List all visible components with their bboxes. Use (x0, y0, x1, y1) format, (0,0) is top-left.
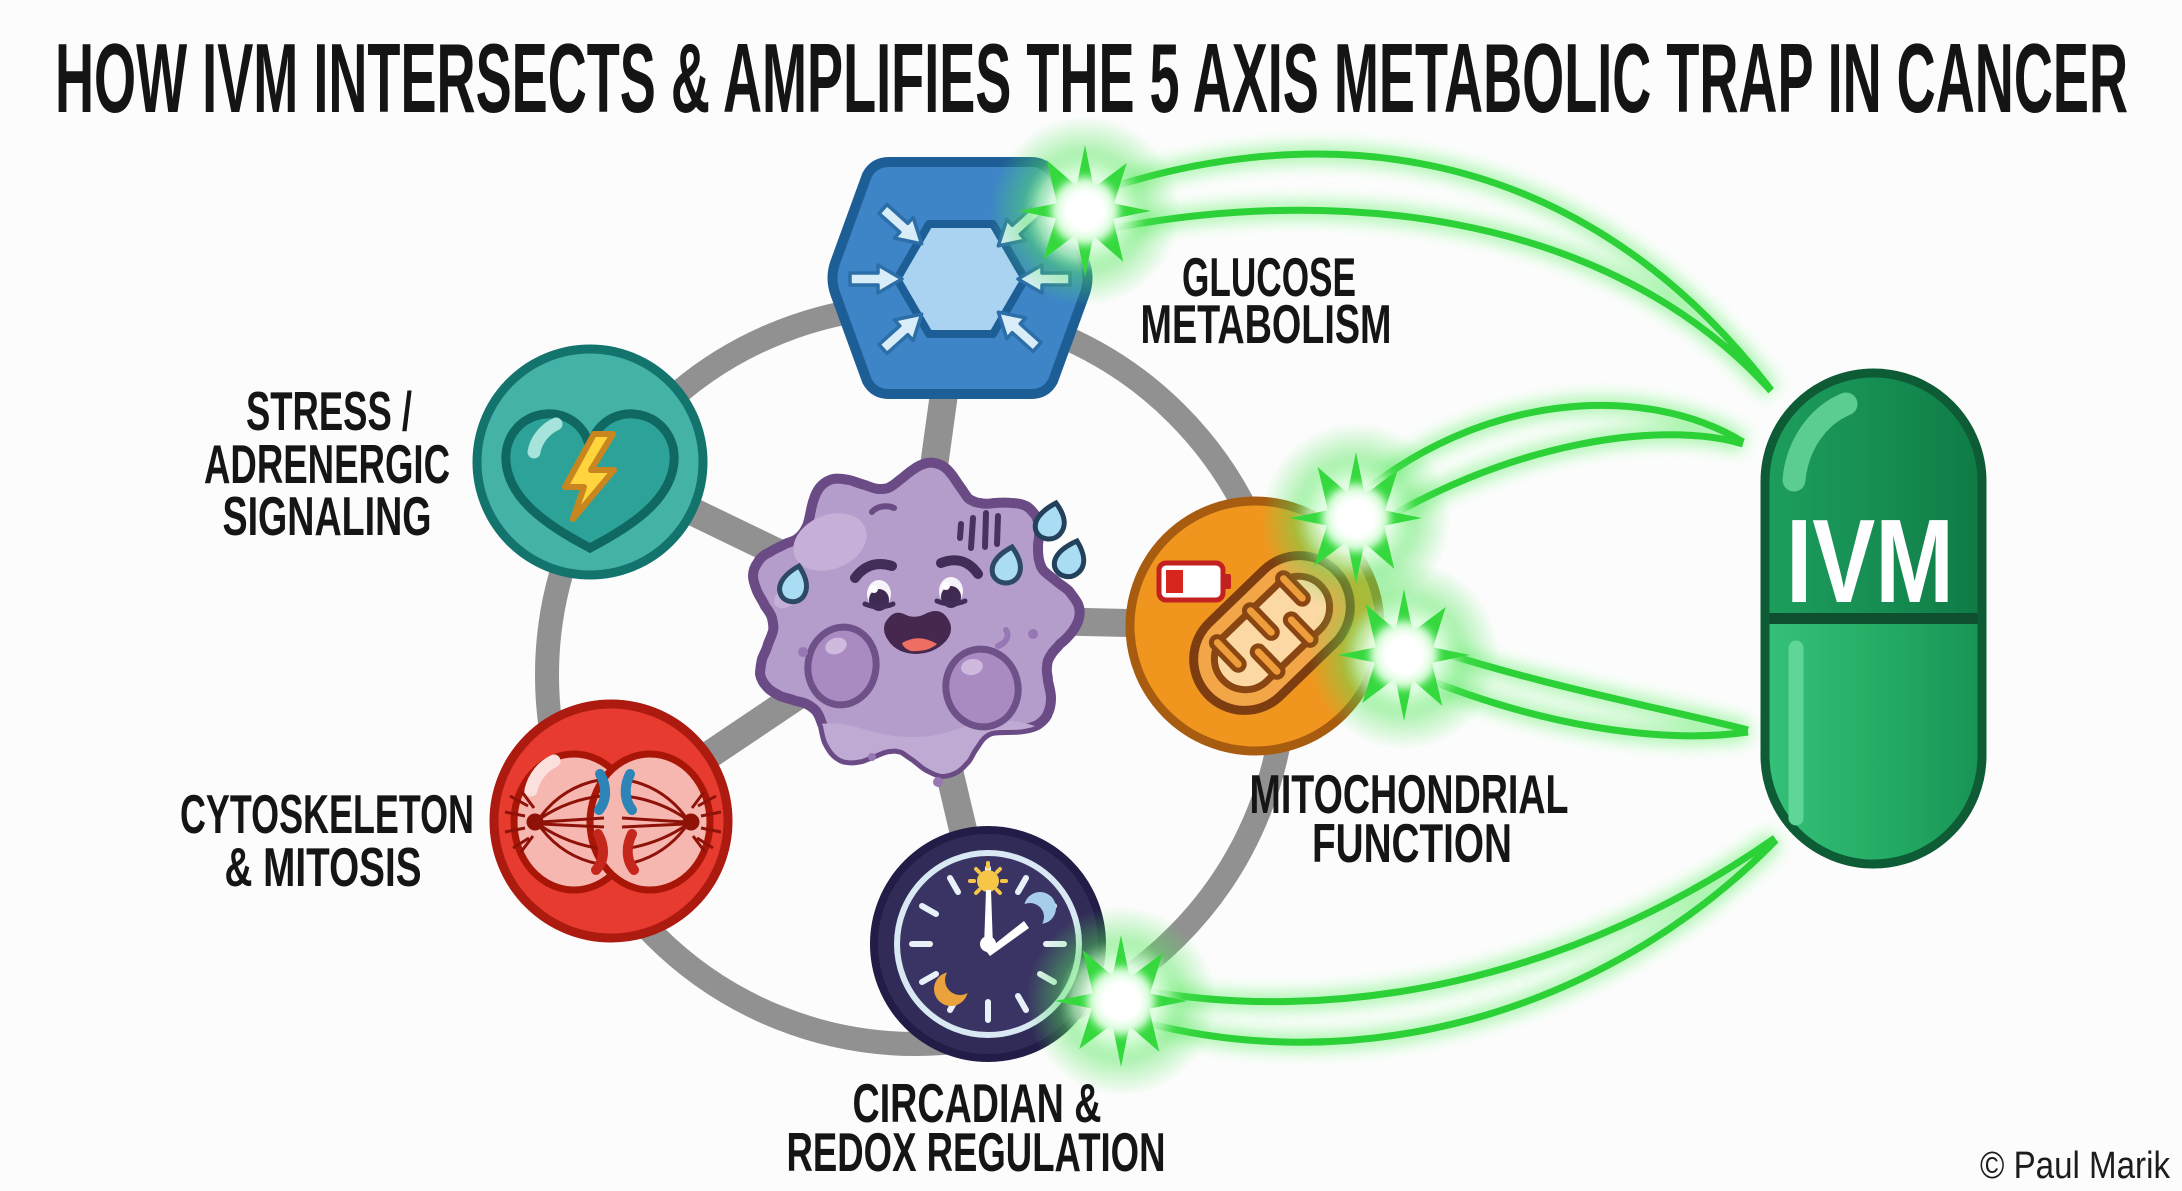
svg-text:METABOLISM: METABOLISM (1141, 293, 1392, 355)
svg-text:IVM: IVM (1786, 495, 1954, 628)
svg-text:ADRENERGIC: ADRENERGIC (204, 433, 450, 495)
svg-text:CIRCADIAN &: CIRCADIAN & (853, 1072, 1102, 1134)
svg-text:CYTOSKELETON: CYTOSKELETON (180, 783, 474, 845)
svg-text:SIGNALING: SIGNALING (223, 485, 432, 547)
svg-text:© Paul Marik: © Paul Marik (1980, 1145, 2171, 1187)
svg-text:HOW IVM INTERSECTS & AMPLIFIES: HOW IVM INTERSECTS & AMPLIFIES THE 5 AXI… (55, 23, 2128, 133)
svg-text:& MITOSIS: & MITOSIS (225, 836, 422, 898)
svg-text:STRESS /: STRESS / (246, 380, 412, 442)
svg-text:FUNCTION: FUNCTION (1312, 812, 1512, 874)
svg-text:REDOX REGULATION: REDOX REGULATION (787, 1121, 1166, 1183)
svg-text:MITOCHONDRIAL: MITOCHONDRIAL (1250, 763, 1569, 825)
svg-text:GLUCOSE: GLUCOSE (1182, 246, 1356, 308)
